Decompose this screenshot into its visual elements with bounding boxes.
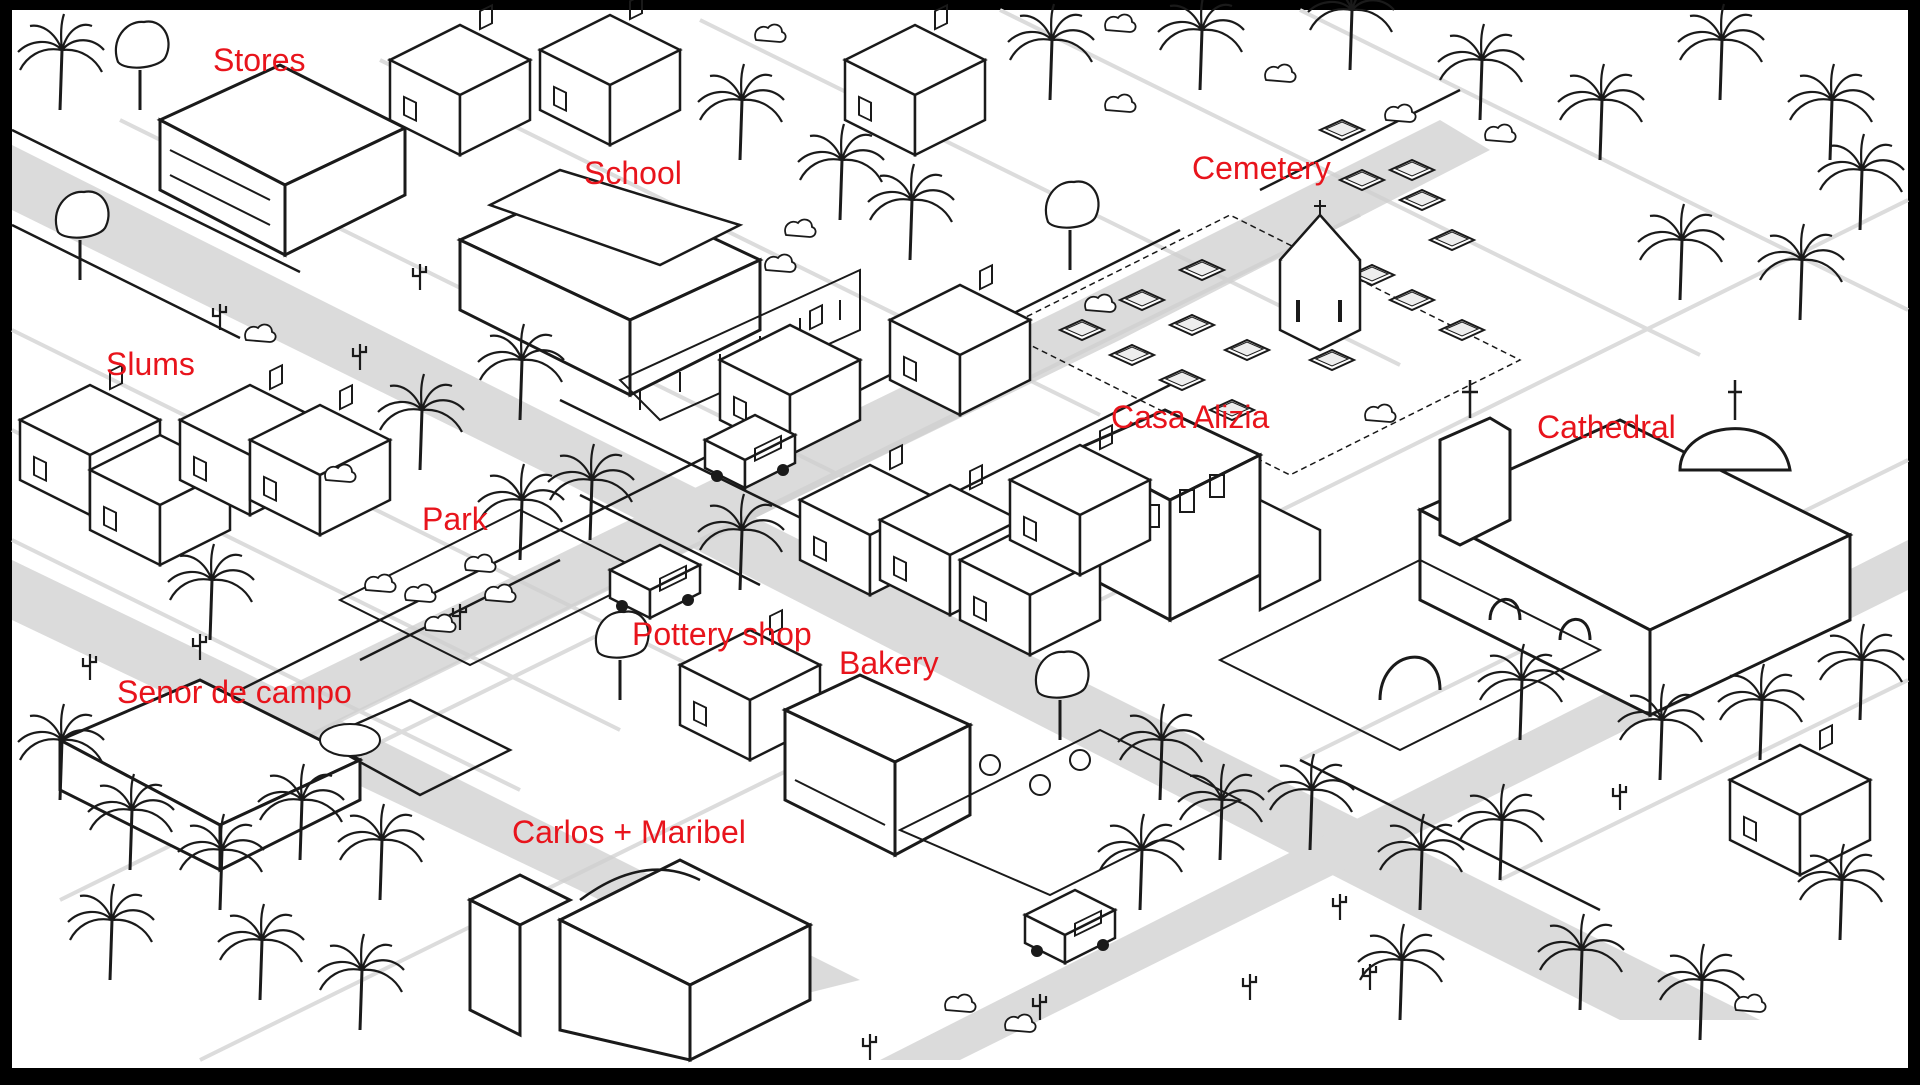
place-labels: Stores School Cemetery Slums Casa Alizia… bbox=[106, 42, 1676, 850]
building-carlos-maribel bbox=[466, 858, 814, 1063]
building-stores bbox=[156, 63, 409, 258]
building-cathedral bbox=[1217, 380, 1854, 752]
cemetery-grounds bbox=[998, 119, 1522, 476]
building-school bbox=[456, 168, 861, 422]
label-bakery: Bakery bbox=[839, 645, 939, 681]
label-cathedral: Cathedral bbox=[1537, 409, 1676, 445]
label-stores: Stores bbox=[213, 42, 305, 78]
label-pottery-shop: Pottery shop bbox=[632, 616, 812, 652]
label-cemetery: Cemetery bbox=[1192, 150, 1331, 186]
label-casa-alizia: Casa Alizia bbox=[1111, 399, 1270, 435]
label-slums: Slums bbox=[106, 346, 195, 382]
bakery-patio bbox=[897, 649, 1243, 897]
label-carlos-maribel: Carlos + Maribel bbox=[512, 814, 746, 850]
cemetery-chapel bbox=[1278, 200, 1362, 352]
label-park: Park bbox=[422, 501, 489, 537]
label-school: School bbox=[584, 155, 682, 191]
label-senor-de-campo: Senor de campo bbox=[117, 674, 352, 710]
